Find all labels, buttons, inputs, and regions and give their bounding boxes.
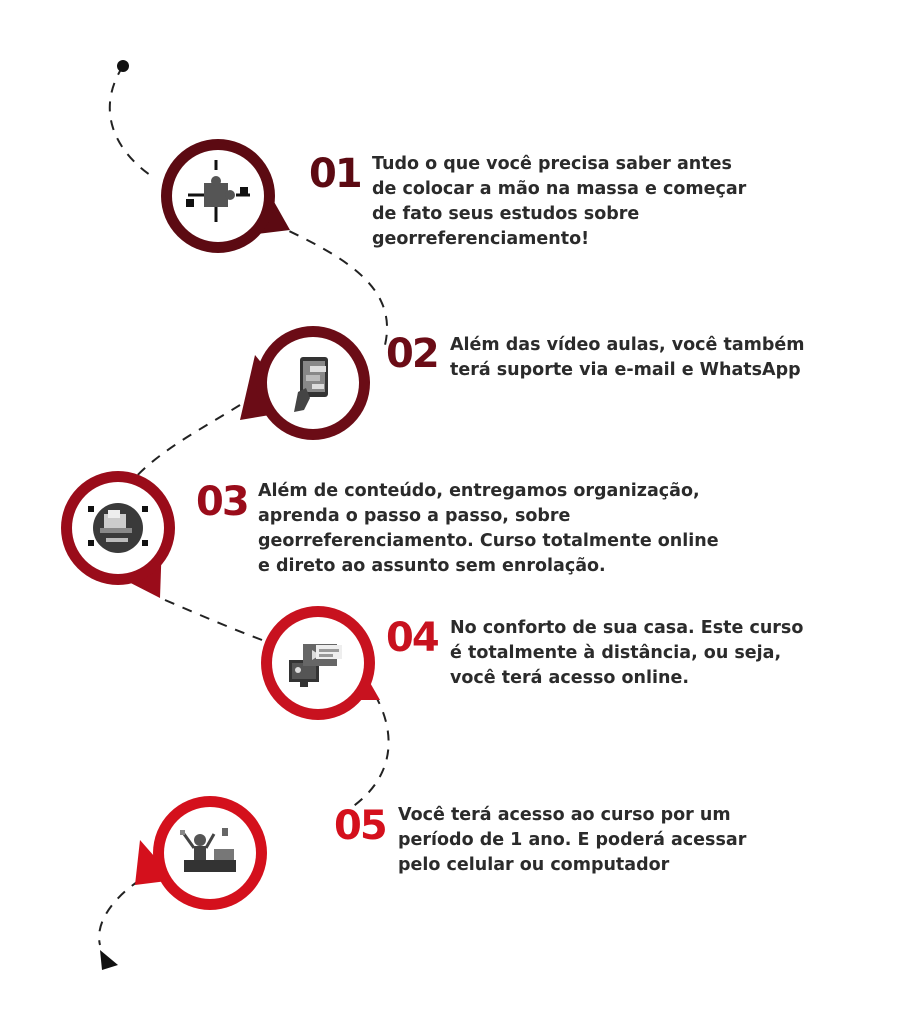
end-arrow-icon <box>100 950 118 970</box>
step-04-line-2: é totalmente à distância, ou seja, <box>450 643 782 663</box>
step-02-line-1: Além das vídeo aulas, você também <box>450 335 805 355</box>
marker-02 <box>240 326 370 440</box>
marker-03 <box>61 471 175 598</box>
step-05-line-3: pelo celular ou computador <box>398 855 670 875</box>
step-number-04: 04 <box>386 615 440 661</box>
step-number-01: 01 <box>309 151 363 197</box>
puzzle-piece-icon <box>186 160 250 222</box>
marker-04 <box>261 606 380 720</box>
smartphone-chat-icon <box>294 357 328 412</box>
laptop-organization-icon <box>88 503 148 553</box>
step-text-03: Além de conteúdo, entregamos organização… <box>258 479 719 579</box>
step-05-line-1: Você terá acesso ao curso por um <box>398 805 731 825</box>
step-02-line-2: terá suporte via e-mail e WhatsApp <box>450 360 801 380</box>
step-03-line-1: Além de conteúdo, entregamos organização… <box>258 481 700 501</box>
start-dot <box>117 60 129 72</box>
step-03-line-4: e direto ao assunto sem enrolação. <box>258 556 606 576</box>
step-04-line-1: No conforto de sua casa. Este curso <box>450 618 804 638</box>
step-01-line-1: Tudo o que você precisa saber antes <box>372 154 732 174</box>
monitor-video-icon <box>289 644 342 687</box>
marker-05 <box>135 796 267 910</box>
person-desk-icon <box>180 828 236 872</box>
step-05-line-2: período de 1 ano. E poderá acessar <box>398 830 747 850</box>
step-text-02: Além das vídeo aulas, você também terá s… <box>450 333 805 383</box>
marker-01 <box>161 139 290 253</box>
step-number-02: 02 <box>386 331 440 377</box>
step-number-03: 03 <box>196 479 250 525</box>
step-01-line-4: georreferenciamento! <box>372 229 590 249</box>
step-number-05: 05 <box>334 803 388 849</box>
step-text-05: Você terá acesso ao curso por um período… <box>398 803 746 878</box>
step-03-line-2: aprenda o passo a passo, sobre <box>258 506 571 526</box>
step-01-line-2: de colocar a mão na massa e começar <box>372 179 747 199</box>
step-03-line-3: georreferenciamento. Curso totalmente on… <box>258 531 719 551</box>
step-04-line-3: você terá acesso online. <box>450 668 689 688</box>
step-text-04: No conforto de sua casa. Este curso é to… <box>450 616 803 691</box>
step-01-line-3: de fato seus estudos sobre <box>372 204 640 224</box>
dashed-path <box>98 65 390 946</box>
step-text-01: Tudo o que você precisa saber antes de c… <box>372 152 746 252</box>
